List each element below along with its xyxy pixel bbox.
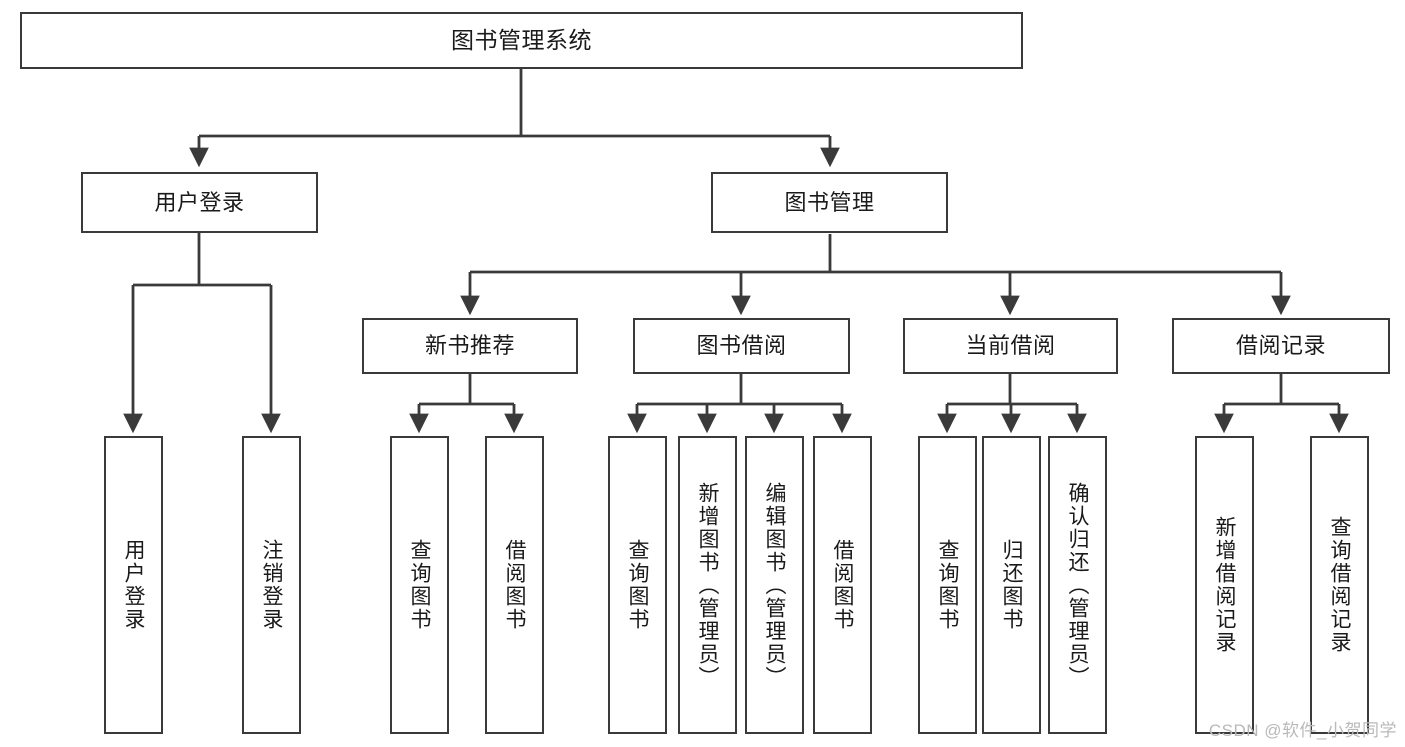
node-book-management-label: 图书管理: [784, 189, 875, 215]
node-leaf-query-book-1-label: 查询图书: [408, 539, 432, 631]
node-leaf-return-book[interactable]: 归还图书: [982, 436, 1041, 734]
node-leaf-edit-book[interactable]: 编辑图书（管理员）: [745, 436, 804, 734]
node-leaf-confirm-return[interactable]: 确认归还（管理员）: [1048, 436, 1107, 734]
node-leaf-return-book-label: 归还图书: [1000, 539, 1024, 631]
node-leaf-query-book-3-label: 查询图书: [936, 539, 960, 631]
node-leaf-query-record-label: 查询借阅记录: [1328, 516, 1352, 654]
node-current-borrow[interactable]: 当前借阅: [903, 318, 1118, 374]
node-leaf-add-book-label: 新增图书（管理员）: [696, 481, 720, 689]
node-leaf-logout-login[interactable]: 注销登录: [242, 436, 301, 734]
node-book-borrow[interactable]: 图书借阅: [633, 318, 850, 374]
node-leaf-user-login-label: 用户登录: [122, 539, 146, 631]
node-leaf-query-book-2-label: 查询图书: [626, 539, 650, 631]
node-leaf-confirm-return-label: 确认归还（管理员）: [1066, 481, 1090, 689]
node-current-borrow-label: 当前借阅: [965, 333, 1056, 359]
node-book-borrow-label: 图书借阅: [696, 333, 787, 359]
node-leaf-logout-login-label: 注销登录: [260, 539, 284, 631]
node-leaf-query-book-1[interactable]: 查询图书: [390, 436, 449, 734]
node-root[interactable]: 图书管理系统: [20, 12, 1023, 69]
node-leaf-query-book-3[interactable]: 查询图书: [918, 436, 977, 734]
node-leaf-query-record[interactable]: 查询借阅记录: [1310, 436, 1369, 734]
node-borrow-record-label: 借阅记录: [1235, 333, 1326, 359]
node-user-login[interactable]: 用户登录: [81, 172, 318, 233]
node-leaf-edit-book-label: 编辑图书（管理员）: [763, 481, 787, 689]
node-borrow-record[interactable]: 借阅记录: [1172, 318, 1390, 374]
node-leaf-query-book-2[interactable]: 查询图书: [608, 436, 667, 734]
node-book-management[interactable]: 图书管理: [711, 172, 948, 233]
node-user-login-label: 用户登录: [154, 189, 245, 215]
node-leaf-add-record[interactable]: 新增借阅记录: [1195, 436, 1254, 734]
node-leaf-borrow-book-2[interactable]: 借阅图书: [813, 436, 872, 734]
node-leaf-borrow-book-1-label: 借阅图书: [503, 539, 527, 631]
node-new-book-recommend-label: 新书推荐: [424, 333, 515, 359]
node-leaf-borrow-book-2-label: 借阅图书: [831, 539, 855, 631]
node-leaf-add-record-label: 新增借阅记录: [1213, 516, 1237, 654]
node-leaf-user-login[interactable]: 用户登录: [104, 436, 163, 734]
node-new-book-recommend[interactable]: 新书推荐: [362, 318, 578, 374]
node-root-label: 图书管理系统: [451, 27, 592, 54]
node-leaf-add-book[interactable]: 新增图书（管理员）: [678, 436, 737, 734]
node-leaf-borrow-book-1[interactable]: 借阅图书: [485, 436, 544, 734]
